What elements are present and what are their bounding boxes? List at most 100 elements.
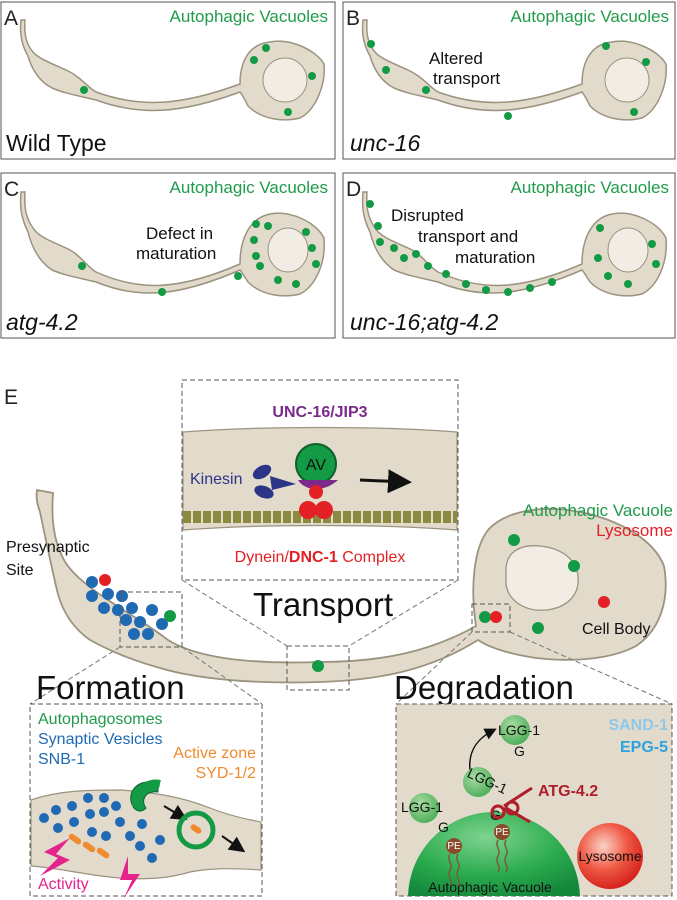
neuron-shape (19, 19, 325, 121)
lgg1-protein (500, 715, 530, 745)
transport-title: Transport (253, 586, 393, 623)
cell-body-label: Cell Body (582, 621, 650, 638)
legend-lysosome: Lysosome (596, 521, 673, 540)
dynein-complex (299, 485, 333, 519)
autophagic-vacuole (648, 240, 656, 248)
autophagic-vacuole (366, 200, 374, 208)
atg42-label: ATG-4.2 (538, 783, 598, 800)
nucleus (604, 57, 650, 103)
panel-b: B Autophagic Vacuoles Altered transport … (342, 1, 676, 160)
synaptic-vesicles-label: Synaptic Vesicles (38, 731, 163, 748)
autophagic-vacuole (250, 56, 258, 64)
jip3-adaptor (298, 480, 338, 490)
active-zone-proteins (68, 833, 110, 859)
autophagic-vacuole (548, 278, 556, 286)
dynein-label: Dynein/DNC-1 Complex (235, 549, 406, 566)
legend-autophagic-vacuole: Autophagic Vacuole (523, 501, 673, 520)
presynaptic-label: Presynaptic Site (6, 539, 94, 579)
autophagic-vacuole (390, 244, 398, 252)
autophagic-vacuole (532, 622, 544, 634)
autophagic-vacuole (256, 262, 264, 270)
synaptic-vesicle (128, 628, 140, 640)
lysosome-large (577, 823, 643, 889)
autophagic-vacuole (602, 42, 610, 50)
autophagic-vacuole (604, 272, 612, 280)
nucleus (505, 545, 579, 611)
genotype-label: atg-4.2 (6, 309, 78, 335)
genotype-label: Wild Type (6, 130, 107, 156)
synaptic-vesicle (126, 602, 138, 614)
neuron-shape (361, 191, 667, 297)
synaptic-vesicle (156, 618, 168, 630)
kinesin-motor (252, 464, 296, 499)
autophagic-vacuole (624, 280, 632, 288)
autophagic-vacuole-large (408, 812, 580, 896)
autophagic-vacuole (504, 112, 512, 120)
autophagic-vacuole (382, 66, 390, 74)
synaptic-vesicles (39, 793, 165, 863)
autophagic-vacuole (642, 58, 650, 66)
lgg1-protein (409, 793, 439, 823)
direction-arrow (359, 469, 412, 494)
autophagic-vacuole (78, 262, 86, 270)
genotype-label: unc-16 (350, 130, 421, 156)
activity-label: Activity (38, 876, 89, 893)
autophagic-vacuole (462, 280, 470, 288)
autophagic-vacuole (652, 260, 660, 268)
autophagic-vacuole (504, 288, 512, 296)
av-label: AV (306, 457, 326, 474)
panel-letter: E (4, 386, 18, 409)
panel-letter: B (346, 7, 360, 30)
panel-letter: C (4, 178, 19, 201)
synaptic-vesicle (142, 628, 154, 640)
zoom-box-degradation (471, 603, 511, 633)
lipid-tails (448, 839, 508, 887)
autophagic-vacuole (508, 534, 520, 546)
nucleus (267, 227, 309, 273)
autophagic-vacuole (424, 262, 432, 270)
autophagic-vacuole (367, 40, 375, 48)
lgg1-left-label: LGG-1 (401, 799, 443, 815)
g-top-label: G (514, 743, 525, 759)
synaptic-vesicle (146, 604, 158, 616)
synaptic-vesicle (116, 590, 128, 602)
degradation-inset: SAND-1 EPG-5 Autophagic Vacuole Lysosome… (395, 703, 673, 897)
neuron-shape (19, 191, 325, 297)
snb1-label: SNB-1 (38, 751, 85, 768)
autophagic-vacuole (594, 254, 602, 262)
kinesin-label: Kinesin (190, 471, 242, 488)
synaptic-vesicle (134, 616, 146, 628)
lysosome (99, 574, 111, 586)
autophagic-vacuole (252, 252, 260, 260)
autophagic-vacuole (308, 72, 316, 80)
activity-bolt-icon (120, 856, 140, 898)
autophagic-vacuole (568, 560, 580, 572)
pe-headgroup (446, 838, 462, 854)
lysosome (598, 596, 610, 608)
autophagic-vacuole (422, 86, 430, 94)
autophagic-vacuole (284, 108, 292, 116)
autophagic-vacuole (482, 286, 490, 294)
autophagic-vacuole (262, 44, 270, 52)
autophagic-vacuole (412, 250, 420, 258)
lysosome-label: Lysosome (578, 848, 642, 864)
panel-title: Autophagic Vacuoles (170, 7, 328, 26)
neuron-shape (361, 19, 667, 121)
autophagic-vacuole (164, 610, 176, 622)
transport-inset: UNC-16/JIP3 Kinesin AV (181, 379, 459, 581)
synaptic-vesicle (102, 588, 114, 600)
panel-note: Disrupted transport and maturation (391, 206, 535, 267)
autophagic-vacuole (374, 222, 382, 230)
vacuole-label: Autophagic Vacuole (428, 879, 552, 895)
synaptic-vesicle (112, 604, 124, 616)
autophagic-vacuole (292, 280, 300, 288)
panel-title: Autophagic Vacuoles (511, 178, 669, 197)
nucleus (607, 227, 649, 273)
formation-title: Formation (36, 669, 185, 706)
autophagic-vacuole (312, 660, 324, 672)
autophagic-vacuole (596, 224, 604, 232)
panel-d: D Autophagic Vacuoles Disrupted transpor… (342, 172, 676, 339)
panel-letter: A (4, 7, 18, 30)
pe-right-label: PE (495, 827, 509, 838)
